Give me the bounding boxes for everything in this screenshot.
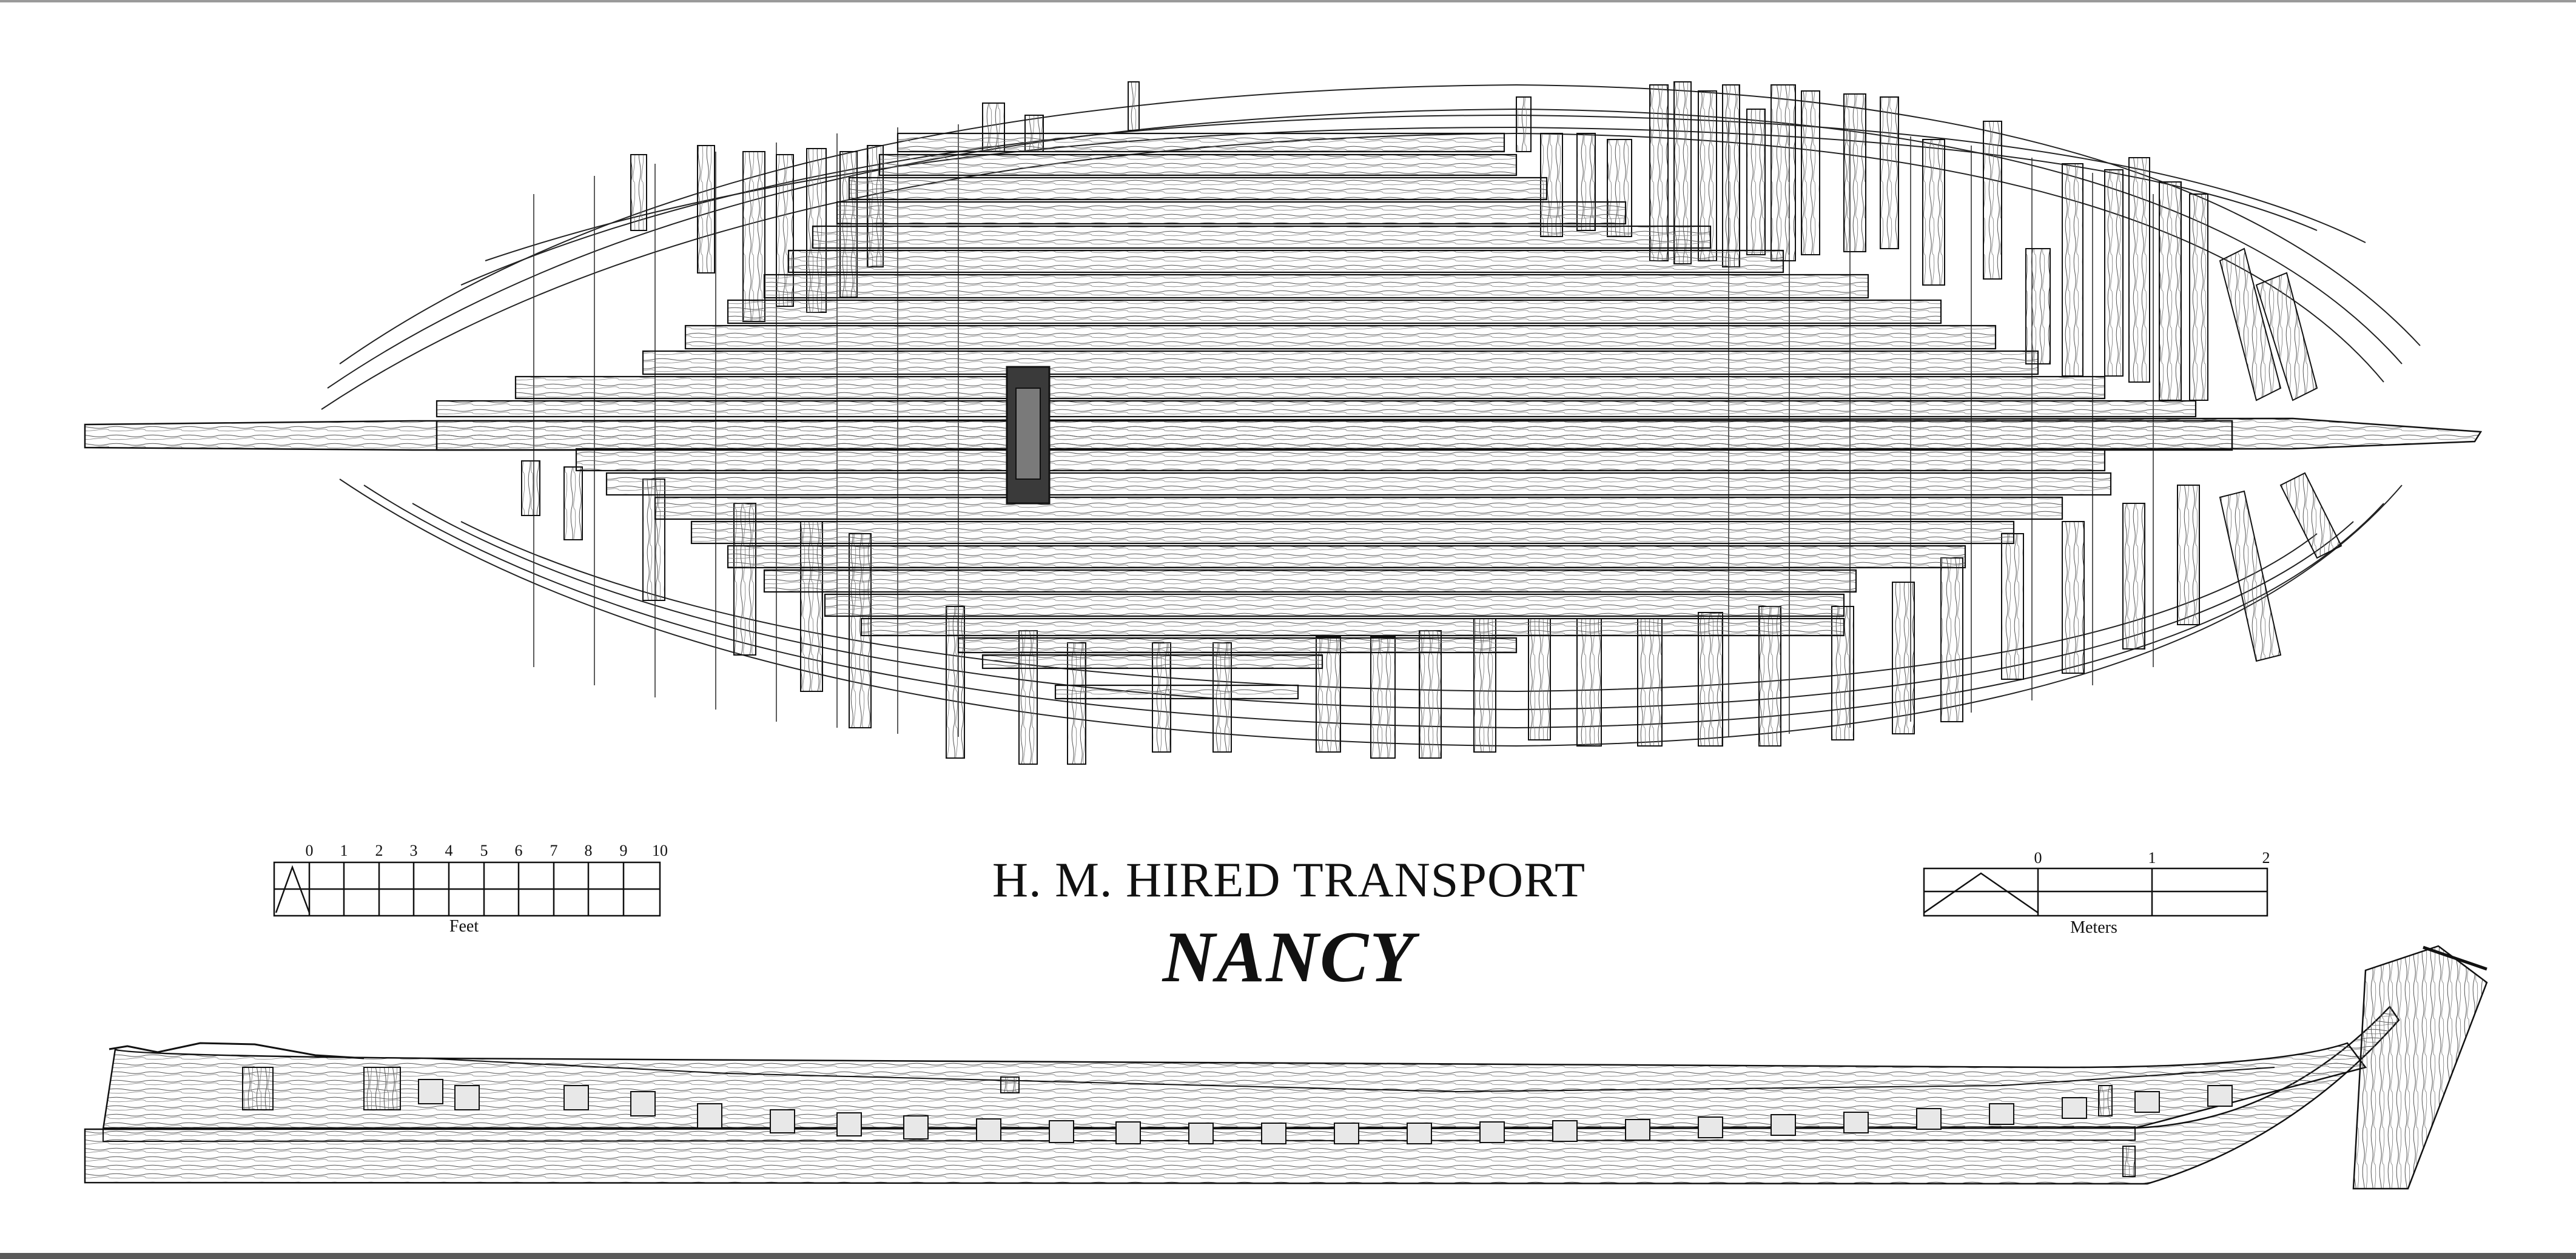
profile-frame-heads [418, 1079, 2233, 1144]
ship-name: NANCY [1162, 916, 1416, 997]
meters-scale-bar [1923, 867, 2268, 917]
feet-tick-label: 2 [375, 842, 383, 859]
plan-view [84, 81, 2483, 765]
meters-unit-label: Meters [2070, 918, 2117, 937]
feet-tick-label: 7 [550, 842, 558, 859]
title-subtitle: H. M. HIRED TRANSPORT [992, 852, 1586, 907]
feet-tick-label: 9 [619, 842, 628, 859]
feet-tick-label: 10 [652, 842, 668, 859]
meters-tick-label: 0 [2034, 849, 2042, 867]
bow-debris [2219, 247, 2342, 662]
feet-tick-label: 4 [445, 842, 453, 859]
mast-step [1006, 366, 1051, 505]
feet-scale-labels: 0 1 2 3 4 5 6 7 8 9 10 Feet [0, 842, 728, 939]
meters-tick-label: 2 [2262, 849, 2270, 867]
feet-tick-label: 5 [480, 842, 488, 859]
meters-tick-label: 1 [2148, 849, 2156, 867]
feet-tick-label: 8 [584, 842, 593, 859]
frame-timbers-top [630, 81, 2208, 401]
deck-planks [435, 132, 2197, 700]
profile-view [84, 945, 2488, 1190]
feet-scale-bar [273, 861, 661, 917]
feet-tick-label: 3 [409, 842, 418, 859]
meters-scale-labels: 0 1 2 Meters [1820, 849, 2366, 946]
feet-tick-label: 6 [514, 842, 523, 859]
feet-unit-label: Feet [449, 917, 479, 936]
drawing-title: H. M. HIRED TRANSPORT NANCY [728, 855, 1850, 993]
feet-tick-label: 1 [340, 842, 348, 859]
feet-tick-label: 0 [305, 842, 314, 859]
profile-stem [2352, 945, 2488, 1190]
keel [84, 417, 2483, 451]
